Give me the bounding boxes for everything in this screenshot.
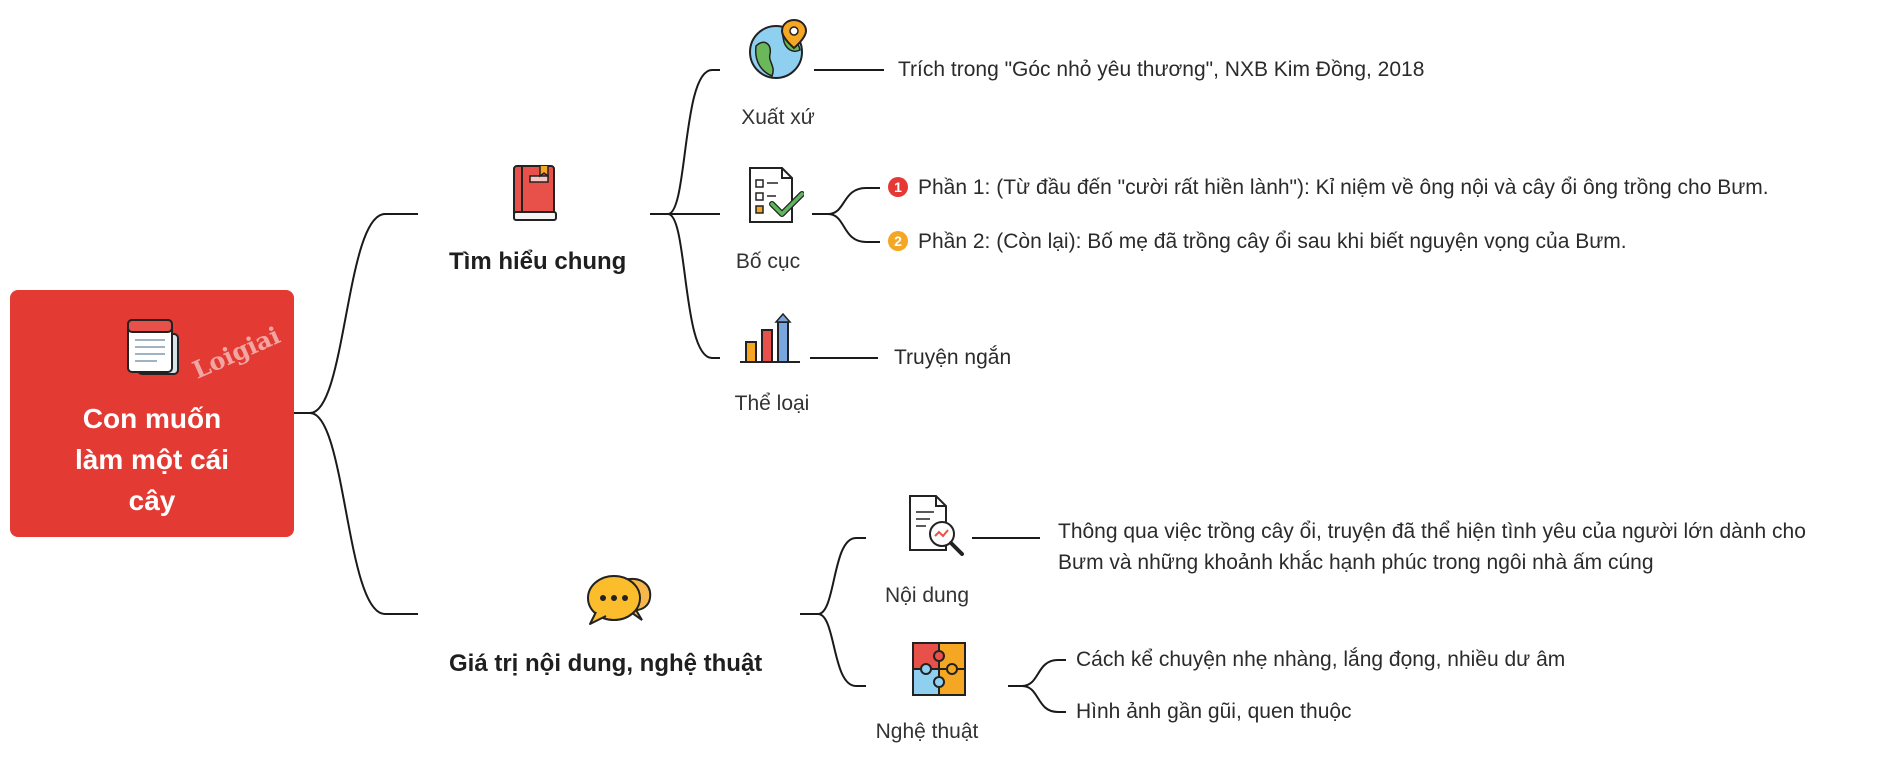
marker-1-icon: 1 xyxy=(888,177,908,197)
connector-root-gia-tri xyxy=(309,412,418,615)
connector-the-loai xyxy=(667,213,720,359)
leaf-bo-cuc-1-text: Phần 1: (Từ đầu đến "cười rất hiền lành"… xyxy=(918,176,1769,199)
connector-nghe-thuat-leaf-1 xyxy=(1021,659,1066,687)
marker-2-icon: 2 xyxy=(888,231,908,251)
leaf-noi-dung: Thông qua việc trồng cây ổi, truyện đã t… xyxy=(1058,520,1806,574)
leaf-nghe-thuat-2: Hình ảnh gần gũi, quen thuộc xyxy=(1076,700,1352,723)
node-xuat-xu: Xuất xứ xyxy=(741,106,815,129)
node-noi-dung: Nội dung xyxy=(884,584,970,607)
leaf-bo-cuc-2: 2 Phần 2: (Còn lại): Bố mẹ đã trồng cây ổ… xyxy=(888,230,1627,254)
bar-chart-icon xyxy=(738,312,802,366)
branch-tim-hieu-chung: Tìm hiểu chung xyxy=(449,248,627,275)
document-search-icon xyxy=(906,492,968,556)
checklist-icon xyxy=(746,164,804,226)
puzzle-icon xyxy=(910,640,968,698)
connector-nghe-thuat xyxy=(817,613,866,687)
connector-bo-cuc-leaf-2 xyxy=(827,213,880,243)
connector-nghe-thuat-leaf-2 xyxy=(1021,685,1066,713)
connector-root-tim-hieu xyxy=(309,213,418,414)
chat-bubbles-icon xyxy=(584,570,656,628)
connector-noi-dung xyxy=(817,537,866,615)
node-nghe-thuat: Nghệ thuật xyxy=(875,720,979,743)
connector-bo-cuc-leaf-1 xyxy=(827,187,880,215)
leaf-nghe-thuat-1: Cách kể chuyện nhẹ nhàng, lắng đọng, nhi… xyxy=(1076,648,1566,671)
node-the-loai: Thể loại xyxy=(734,392,810,415)
root-title: Con muốn làm một cái cây xyxy=(74,403,230,516)
node-bo-cuc: Bố cục xyxy=(735,250,801,273)
leaf-the-loai: Truyện ngắn xyxy=(894,346,1012,369)
branch-gia-tri: Giá trị nội dung, nghệ thuật xyxy=(449,650,763,677)
newspaper-icon xyxy=(124,316,186,378)
leaf-bo-cuc-1: 1 Phần 1: (Từ đầu đến "cười rất hiền lành… xyxy=(888,176,1769,200)
book-icon xyxy=(508,162,562,224)
leaf-xuat-xu: Trích trong "Góc nhỏ yêu thương", NXB Ki… xyxy=(898,58,1425,81)
leaf-bo-cuc-2-text: Phần 2: (Còn lại): Bố mẹ đã trồng cây ổi… xyxy=(918,230,1627,253)
globe-pin-icon xyxy=(746,16,812,82)
connector-xuat-xu xyxy=(667,69,720,215)
root-node: Con muốn làm một cái cây xyxy=(10,290,294,537)
